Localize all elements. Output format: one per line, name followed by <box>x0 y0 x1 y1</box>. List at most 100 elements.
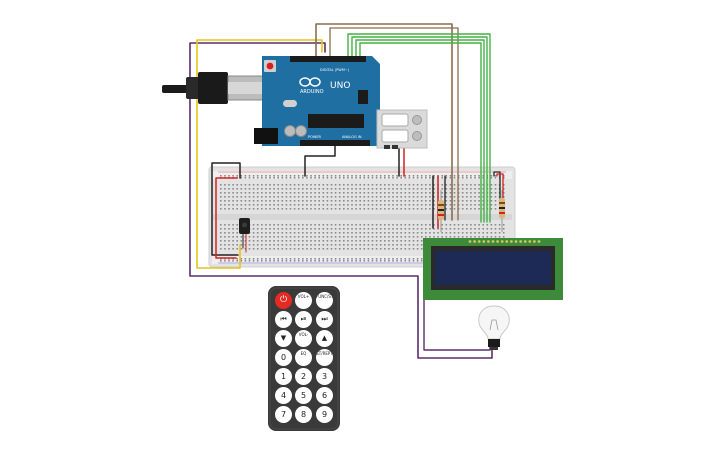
breadboard-hole <box>261 204 263 206</box>
breadboard-hole <box>379 236 382 238</box>
breadboard-hole <box>412 236 415 238</box>
breadboard-hole <box>220 258 222 260</box>
breadboard-hole <box>338 244 341 246</box>
breadboard-hole <box>232 224 234 226</box>
breadboard-hole <box>330 204 333 206</box>
breadboard-hole <box>302 177 304 179</box>
breadboard-hole <box>474 204 476 206</box>
breadboard-hole <box>375 175 378 177</box>
ir-receiver <box>239 218 250 234</box>
breadboard-hole <box>355 248 357 250</box>
breadboard-hole <box>490 232 493 234</box>
breadboard-hole <box>236 236 238 238</box>
remote-button-3[interactable]: 3 <box>316 368 333 385</box>
breadboard-hole <box>285 200 288 202</box>
breadboard-hole <box>461 188 464 190</box>
breadboard-hole <box>273 184 275 186</box>
breadboard-hole <box>236 244 238 246</box>
remote-button-power[interactable]: ⏻ <box>275 292 292 309</box>
breadboard-hole <box>461 175 464 177</box>
breadboard-hole <box>466 224 468 226</box>
breadboard-hole <box>359 184 361 186</box>
remote-button-8[interactable]: 8 <box>295 406 312 423</box>
remote-button-play-pause[interactable]: ⏯ <box>295 311 312 328</box>
breadboard-hole <box>318 258 320 260</box>
breadboard-hole <box>416 232 419 234</box>
breadboard-hole <box>310 244 312 246</box>
remote-button-vol-up[interactable]: VOL+ <box>295 292 312 309</box>
remote-button-fast-forward[interactable]: ⏭ <box>316 311 333 328</box>
remote-button-0[interactable]: 0 <box>275 349 292 366</box>
breadboard-hole <box>347 240 349 242</box>
breadboard-hole <box>416 177 419 179</box>
remote-button-1[interactable]: 1 <box>275 368 292 385</box>
breadboard-hole <box>416 228 419 230</box>
breadboard-hole <box>486 228 489 230</box>
breadboard-hole <box>252 196 255 198</box>
breadboard-hole <box>466 196 468 198</box>
remote-button-st-rept[interactable]: ST/REPT <box>316 349 333 366</box>
breadboard-hole <box>412 228 415 230</box>
breadboard-hole <box>412 192 415 194</box>
remote-button-5[interactable]: 5 <box>295 387 312 404</box>
remote-button-down[interactable]: ▼ <box>275 330 292 347</box>
breadboard-hole <box>478 184 480 186</box>
breadboard-hole <box>470 200 472 202</box>
breadboard-hole <box>408 177 411 179</box>
breadboard-hole <box>371 184 374 186</box>
remote-button-up[interactable]: ▲ <box>316 330 333 347</box>
breadboard-hole <box>318 208 320 210</box>
breadboard-hole <box>318 196 320 198</box>
breadboard-hole <box>265 248 267 250</box>
breadboard-hole <box>437 236 439 238</box>
breadboard-hole <box>400 240 402 242</box>
remote-button-4[interactable]: 4 <box>275 387 292 404</box>
breadboard-hole <box>449 175 452 177</box>
remote-button-eq[interactable]: EQ <box>295 349 312 366</box>
breadboard-hole <box>478 232 480 234</box>
breadboard-hole <box>228 188 230 190</box>
breadboard-hole <box>433 188 435 190</box>
breadboard-hole <box>318 248 320 250</box>
breadboard-hole <box>297 244 300 246</box>
breadboard-hole <box>289 224 292 226</box>
breadboard-hole <box>408 236 411 238</box>
breadboard-hole <box>240 204 243 206</box>
breadboard-hole <box>490 228 493 230</box>
remote-button-vol-down[interactable]: VOL- <box>295 330 312 347</box>
breadboard-hole <box>388 204 390 206</box>
remote-button-2[interactable]: 2 <box>295 368 312 385</box>
breadboard-hole <box>252 248 255 250</box>
breadboard-hole <box>228 192 230 194</box>
breadboard-hole <box>334 236 337 238</box>
breadboard-hole <box>252 244 255 246</box>
remote-button-6[interactable]: 6 <box>316 387 333 404</box>
breadboard-hole <box>261 224 263 226</box>
lcd-pin <box>487 240 490 243</box>
remote-button-func-stop[interactable]: FUNC/STOP <box>316 292 333 309</box>
lcd-display <box>423 238 563 300</box>
breadboard-hole <box>388 248 390 250</box>
arduino-uno: ARDUINO UNO DIGITAL (PWM~) POWER ANALOG … <box>162 56 380 146</box>
breadboard-hole <box>347 175 349 177</box>
breadboard-hole <box>281 240 284 242</box>
remote-button-9[interactable]: 9 <box>316 406 333 423</box>
breadboard-hole <box>343 204 345 206</box>
breadboard-hole <box>351 228 353 230</box>
breadboard-hole <box>306 248 308 250</box>
breadboard-hole <box>408 258 411 260</box>
breadboard-hole <box>400 204 402 206</box>
breadboard-hole <box>351 196 353 198</box>
remote-button-7[interactable]: 7 <box>275 406 292 423</box>
breadboard-hole <box>347 248 349 250</box>
breadboard-hole <box>416 192 419 194</box>
breadboard-hole <box>367 224 370 226</box>
remote-button-rewind[interactable]: ⏮ <box>275 311 292 328</box>
breadboard-hole <box>318 260 320 262</box>
breadboard-hole <box>470 232 472 234</box>
breadboard-hole <box>388 236 390 238</box>
breadboard-hole <box>244 260 247 262</box>
breadboard-hole <box>326 200 329 202</box>
breadboard-hole <box>322 228 325 230</box>
breadboard-hole <box>248 192 251 194</box>
